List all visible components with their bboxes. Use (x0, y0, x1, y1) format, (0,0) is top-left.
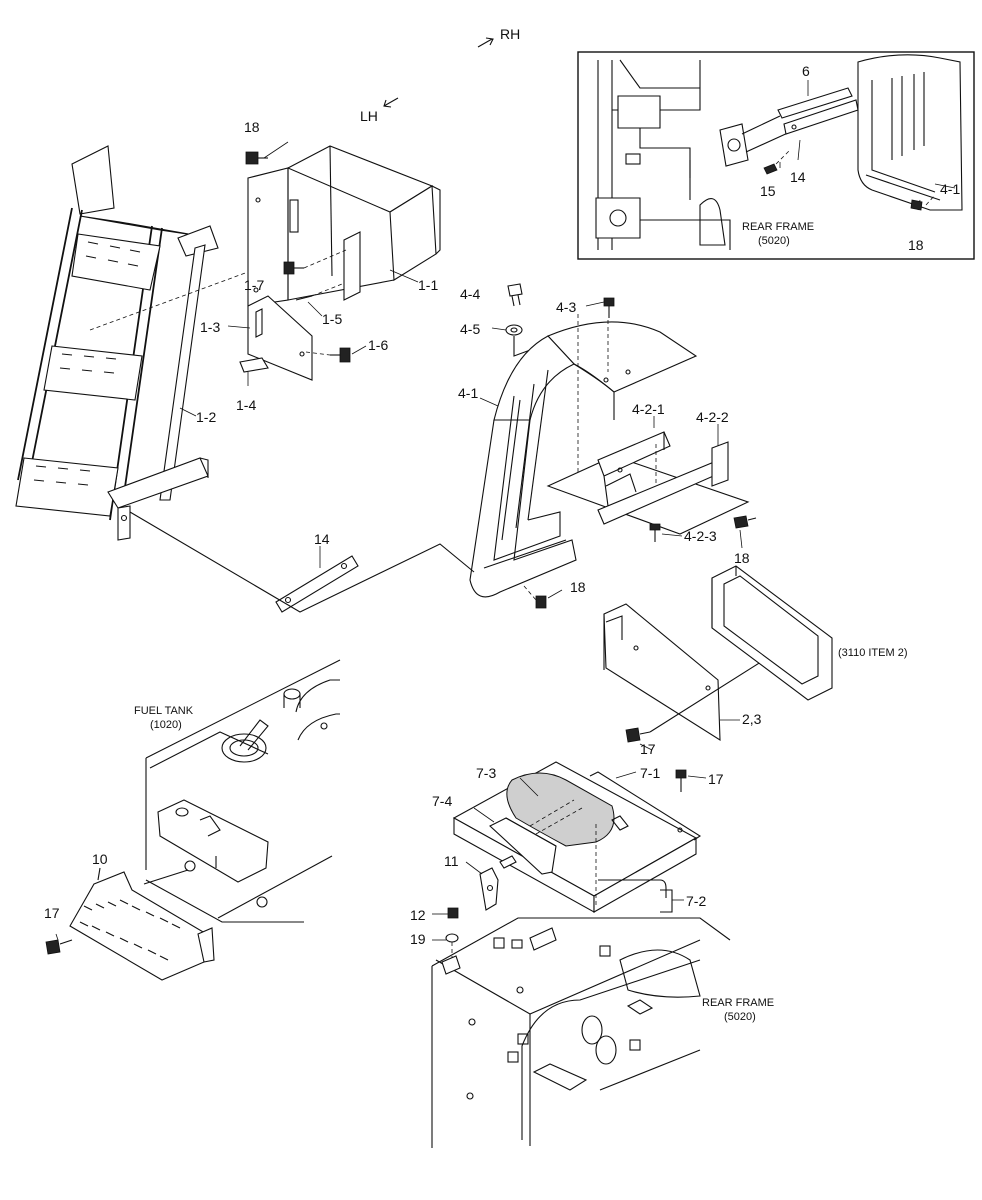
callout-4-2-2: 4-2-2 (696, 409, 729, 425)
callout-18-box: 18 (244, 119, 260, 135)
callout-4-4: 4-4 (460, 286, 480, 302)
lh-label: LH (360, 108, 378, 124)
inset-rear-frame-number: (5020) (758, 235, 790, 247)
inset-callout-15: 15 (760, 183, 776, 199)
washer-icon (445, 933, 459, 943)
rear-frame-label: REAR FRAME (702, 997, 774, 1009)
fuel-tank-1020: FUEL TANK (1020) (134, 659, 341, 923)
washer-icon (505, 324, 523, 336)
box-part-1-1: 1-1 18 1-7 1-5 (244, 119, 441, 327)
callout-14: 14 (314, 531, 330, 547)
bolt-icon (603, 297, 615, 318)
callout-7-4: 7-4 (432, 793, 452, 809)
inset-rear-frame-label: REAR FRAME (742, 221, 814, 233)
bolt-icon (649, 523, 661, 542)
fuel-tank-number: (1020) (150, 719, 182, 731)
rear-frame-number: (5020) (724, 1011, 756, 1023)
callout-1-7: 1-7 (244, 277, 264, 293)
fender-part-4-1: 4-1 18 (458, 314, 698, 609)
reference-frame-3110: (3110 ITEM 2) (711, 565, 908, 701)
plate-part-14: 14 (129, 511, 475, 613)
callout-19: 19 (410, 931, 426, 947)
callout-7-2: 7-2 (686, 893, 706, 909)
callout-1-5: 1-5 (322, 311, 342, 327)
seat-mount-part-7: 7-3 7-4 7-1 17 7-2 11 12 19 (410, 761, 724, 968)
callout-7-1: 7-1 (640, 765, 660, 781)
hardware-4-4-4-5: 4-4 4-5 4-3 (460, 283, 615, 357)
bolt-icon (447, 907, 459, 919)
callout-1-6: 1-6 (368, 337, 388, 353)
bolt-icon (45, 939, 73, 955)
bolt-icon (733, 515, 757, 529)
callout-1-3: 1-3 (200, 319, 220, 335)
callout-4-2-1: 4-2-1 (632, 401, 665, 417)
bolt-icon (535, 595, 547, 609)
callout-18-bracket: 18 (734, 550, 750, 566)
callout-12: 12 (410, 907, 426, 923)
callout-2-3: 2,3 (742, 711, 762, 727)
inset-callout-14: 14 (790, 169, 806, 185)
callout-11: 11 (444, 853, 459, 869)
inset-callout-6: 6 (802, 63, 810, 79)
inset-callout-18: 18 (908, 237, 924, 253)
rh-direction-indicator: RH (477, 26, 520, 48)
callout-1-4: 1-4 (236, 397, 256, 413)
callout-4-3: 4-3 (556, 299, 576, 315)
bolt-icon (330, 347, 351, 363)
rh-label: RH (500, 26, 520, 42)
lh-arrow-icon (383, 97, 399, 108)
bolt-icon (763, 163, 778, 175)
callout-18-fender: 18 (570, 579, 586, 595)
callout-7-3: 7-3 (476, 765, 496, 781)
callout-17-step: 17 (44, 905, 60, 921)
bolt-icon (245, 151, 268, 165)
rear-frame-inset: 6 14 15 4-1 18 REAR FRAME (5020) (577, 51, 975, 260)
bolt-icon (675, 769, 687, 792)
bolt-icon (910, 199, 923, 211)
lh-direction-indicator: LH (360, 97, 399, 124)
screw-icon (507, 283, 523, 307)
inset-callout-4-1: 4-1 (940, 181, 960, 197)
rh-arrow-icon (477, 37, 494, 48)
step-part-10: 10 17 (44, 851, 215, 981)
cover-part-1-3: 1-3 1-4 1-6 (200, 295, 388, 413)
callout-1-1: 1-1 (418, 277, 438, 293)
callout-1-2: 1-2 (196, 409, 216, 425)
callout-4-5: 4-5 (460, 321, 480, 337)
bolt-icon (625, 727, 651, 743)
bolt-icon (283, 261, 304, 275)
bracket-part-4-2: 4-2-1 4-2-2 4-2-3 18 (546, 401, 757, 566)
callout-10: 10 (92, 851, 108, 867)
callout-4-2-3: 4-2-3 (684, 528, 717, 544)
plate-part-2-3: 2,3 17 (603, 603, 803, 757)
ref-item-label: (3110 ITEM 2) (838, 647, 908, 659)
ladder-part-1-2: 1-2 (15, 145, 249, 541)
callout-17-plate: 17 (640, 741, 656, 757)
rear-frame-5020: REAR FRAME (5020) (431, 917, 774, 1148)
callout-17-top: 17 (708, 771, 724, 787)
fuel-tank-label: FUEL TANK (134, 705, 194, 717)
callout-4-1: 4-1 (458, 385, 478, 401)
